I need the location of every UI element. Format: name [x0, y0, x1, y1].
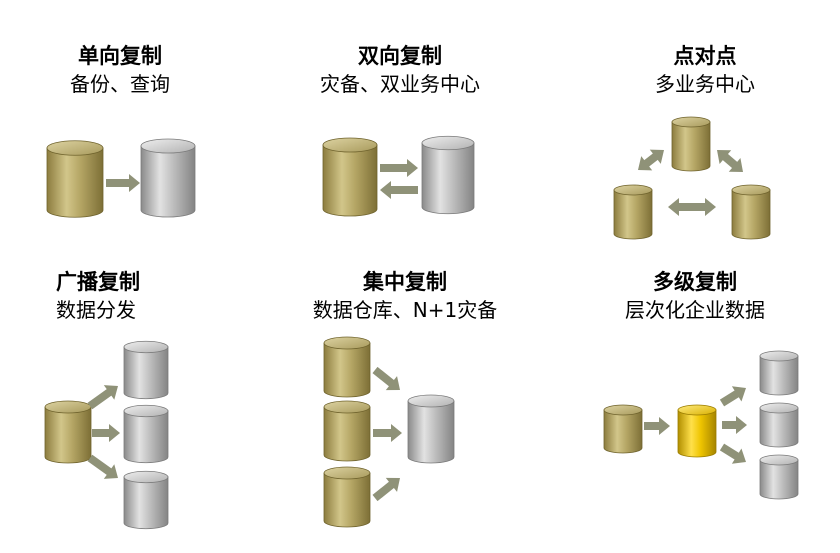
target-database: [140, 138, 196, 218]
replication-arrow: [380, 181, 418, 199]
panel-title: 单向复制: [78, 44, 162, 68]
panel-one-way-title: 单向复制 备份、查询: [25, 42, 215, 98]
source-database: [603, 404, 643, 454]
target-database: [123, 340, 169, 400]
target-database: [407, 394, 455, 464]
panel-multilevel-title: 多级复制 层次化企业数据: [590, 268, 800, 324]
replication-arrow: [92, 424, 120, 442]
bidirectional-arrow: [638, 149, 665, 171]
bidirectional-arrow: [717, 150, 744, 173]
panel-title: 广播复制: [56, 270, 140, 294]
source-database: [46, 140, 104, 218]
replication-arrow: [372, 477, 400, 502]
panel-subtitle: 数据分发: [56, 298, 136, 322]
target-database: [123, 404, 169, 464]
source-database: [323, 336, 371, 398]
target-database: [759, 350, 799, 396]
source-database: [44, 400, 92, 464]
panel-central-title: 集中复制 数据仓库、N+1灾备: [280, 268, 530, 324]
panel-subtitle: 备份、查询: [70, 72, 170, 96]
panel-title: 多级复制: [653, 270, 737, 294]
source-database: [323, 400, 371, 462]
target-database: [759, 402, 799, 448]
replication-arrow: [87, 385, 119, 410]
panel-subtitle: 灾备、双业务中心: [320, 72, 480, 96]
peer-database: [613, 184, 653, 240]
replication-arrow: [87, 454, 119, 479]
replication-arrow: [372, 366, 400, 391]
target-database: [123, 470, 169, 530]
panel-two-way-title: 双向复制 灾备、双业务中心: [290, 42, 510, 98]
panel-title: 双向复制: [358, 44, 442, 68]
replication-arrow: [719, 386, 746, 407]
replication-arrow: [373, 424, 402, 442]
panel-title: 集中复制: [363, 270, 447, 294]
panel-subtitle: 数据仓库、N+1灾备: [312, 298, 498, 322]
bidirectional-arrow: [668, 198, 716, 216]
panel-title: 点对点: [673, 44, 737, 68]
peer-database: [731, 184, 771, 240]
panel-subtitle: 层次化企业数据: [625, 298, 765, 322]
relay-database: [677, 404, 717, 458]
peer-database: [671, 116, 711, 172]
replication-arrow: [719, 443, 746, 464]
replication-arrow: [644, 417, 670, 435]
replication-arrow: [722, 416, 747, 434]
replication-arrow: [380, 159, 418, 177]
panel-broadcast-title: 广播复制 数据分发: [10, 268, 210, 324]
target-database: [421, 135, 475, 215]
source-database: [322, 137, 378, 217]
panel-p2p-title: 点对点 多业务中心: [610, 42, 800, 98]
panel-subtitle: 多业务中心: [655, 72, 755, 96]
source-database: [323, 466, 371, 528]
target-database: [759, 454, 799, 500]
replication-arrow: [106, 174, 140, 192]
